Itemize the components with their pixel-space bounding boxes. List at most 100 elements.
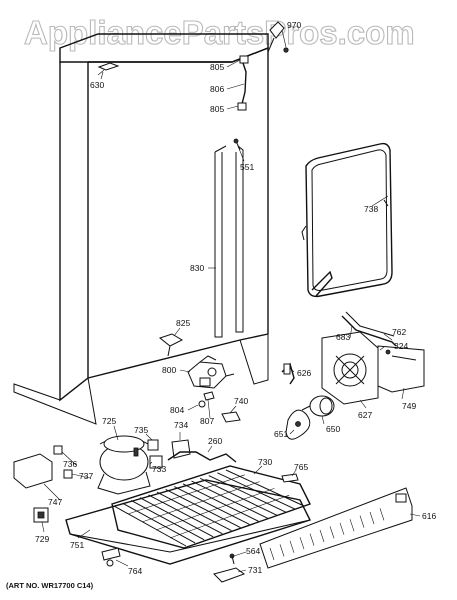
grille-slot xyxy=(369,511,375,525)
part-747-bracket xyxy=(13,445,73,489)
callout-564: 564 xyxy=(246,546,260,556)
coil-tube xyxy=(156,491,232,532)
callout-683: 683 xyxy=(336,332,350,342)
part-650-fan-motor xyxy=(301,395,335,417)
callout-765: 765 xyxy=(294,462,308,472)
part-616-grille xyxy=(259,487,413,569)
grille-slot xyxy=(269,547,275,561)
coil-tube xyxy=(130,500,205,541)
part-751-base-pan xyxy=(65,479,311,565)
coil-tube xyxy=(122,502,196,544)
coil-tube xyxy=(217,472,296,510)
coil-tube xyxy=(174,486,250,525)
part-735-relay xyxy=(147,439,159,451)
coil-wire xyxy=(141,481,260,523)
grille-slot xyxy=(359,515,365,528)
callout-627: 627 xyxy=(358,410,372,420)
coil-tube xyxy=(225,469,305,507)
callout-970: 970 xyxy=(287,20,301,30)
part-260-wire-harness xyxy=(167,451,237,463)
part-731-bracket xyxy=(213,567,246,583)
coil-tube xyxy=(165,488,241,528)
callout-737: 737 xyxy=(79,471,93,481)
callout-734: 734 xyxy=(174,420,188,430)
grille-slot xyxy=(309,533,315,546)
part-627-fan-shroud xyxy=(321,331,379,405)
cabinet-case xyxy=(13,33,269,425)
part-765-clip xyxy=(281,473,299,483)
watermark: AppliancePartsPros.com xyxy=(24,14,415,51)
grille-slot xyxy=(339,522,345,535)
part-825-drain xyxy=(158,333,184,357)
part-651-fan-blade xyxy=(285,409,311,440)
callout-807: 807 xyxy=(200,416,214,426)
callout-747: 747 xyxy=(48,497,62,507)
callout-740: 740 xyxy=(234,396,248,406)
callout-751: 751 xyxy=(70,540,84,550)
callout-729: 729 xyxy=(35,534,49,544)
callout-736: 736 xyxy=(63,459,77,469)
grille-slot xyxy=(349,519,355,532)
callout-651: 651 xyxy=(274,429,288,439)
grille-slot xyxy=(329,526,335,539)
part-970-hinge xyxy=(267,21,289,53)
coil-tube xyxy=(113,505,187,547)
callout-830: 830 xyxy=(190,263,204,273)
callout-616: 616 xyxy=(422,511,436,521)
callout-725: 725 xyxy=(102,416,116,426)
callout-764: 764 xyxy=(128,566,142,576)
part-738-gasket xyxy=(301,142,393,298)
callout-731: 731 xyxy=(248,565,262,575)
callout-324: 324 xyxy=(394,341,408,351)
part-564-screw xyxy=(229,553,235,565)
callout-630: 630 xyxy=(90,80,104,90)
part-764-roller xyxy=(101,547,121,567)
part-730-condenser-coil xyxy=(111,465,311,549)
part-551-screw xyxy=(233,138,241,151)
art-number: (ART NO. WR17700 C14) xyxy=(6,581,94,590)
callout-650: 650 xyxy=(326,424,340,434)
callout-738: 738 xyxy=(364,204,378,214)
grille-slot xyxy=(299,537,305,550)
callout-735: 735 xyxy=(134,425,148,435)
callout-551: 551 xyxy=(240,162,254,172)
callout-749: 749 xyxy=(402,401,416,411)
leader-lines xyxy=(41,59,421,573)
part-749-control-box xyxy=(377,345,425,393)
callout-730: 730 xyxy=(258,457,272,467)
callout-800: 800 xyxy=(162,365,176,375)
callout-762: 762 xyxy=(392,327,406,337)
coil-tube xyxy=(182,483,259,522)
callout-733: 733 xyxy=(152,464,166,474)
grille-slot xyxy=(289,540,295,553)
part-740-clamp xyxy=(221,411,241,423)
coil-wire xyxy=(169,494,290,539)
callout-labels: 630 970 805 806 805 551 738 830 825 683 … xyxy=(35,20,436,576)
callout-805-top: 805 xyxy=(210,62,224,72)
part-729-capacitor xyxy=(33,507,49,523)
part-630-clip xyxy=(97,62,120,76)
part-762-tube xyxy=(341,311,397,347)
grille-slot xyxy=(279,544,285,557)
callout-806: 806 xyxy=(210,84,224,94)
part-725-compressor xyxy=(97,435,151,495)
coil-tube xyxy=(148,494,223,535)
grille-slot xyxy=(379,508,385,521)
callout-825: 825 xyxy=(176,318,190,328)
part-806-tube xyxy=(237,55,249,111)
part-800-water-valve xyxy=(187,355,235,389)
callout-626: 626 xyxy=(297,368,311,378)
coil-wire xyxy=(155,488,275,531)
grille-slot xyxy=(319,529,325,543)
part-807-clip xyxy=(203,391,215,401)
coil-tube xyxy=(199,477,277,516)
part-804-fitting xyxy=(198,400,206,408)
part-626-wire xyxy=(281,362,295,385)
coil-tube xyxy=(191,480,268,519)
callout-805-bottom: 805 xyxy=(210,104,224,114)
coil-wire xyxy=(127,474,245,515)
part-733-cover xyxy=(149,455,163,469)
coil-tube xyxy=(208,475,287,513)
callout-260: 260 xyxy=(208,436,222,446)
